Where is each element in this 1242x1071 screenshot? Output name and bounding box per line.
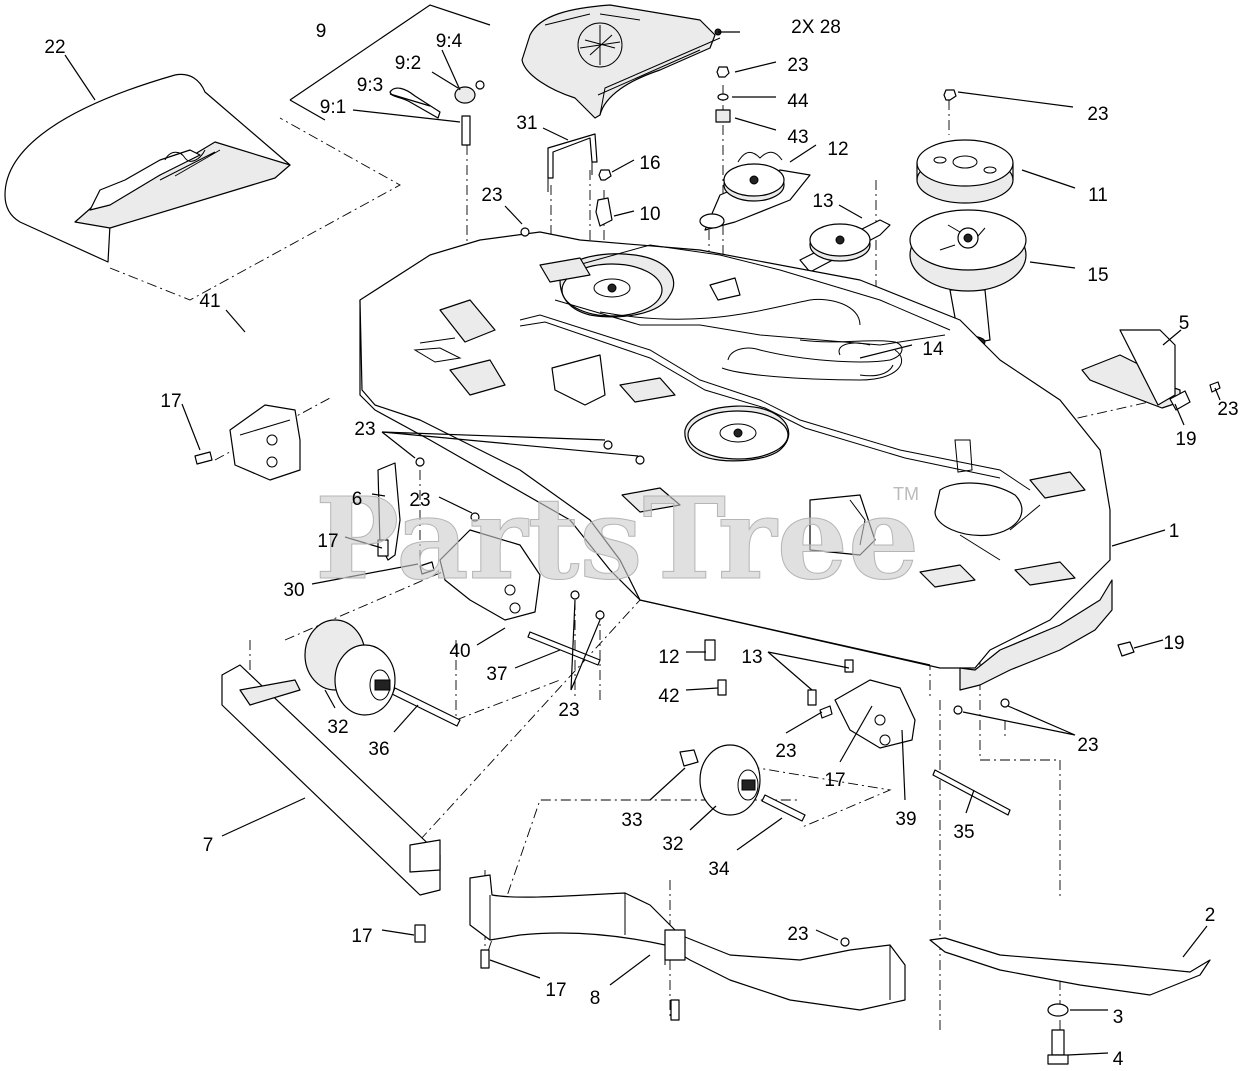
callout-label: 10 [639, 204, 660, 225]
callout-label: 42 [658, 686, 679, 707]
spring-10 [595, 197, 613, 227]
callout-label: 31 [516, 113, 537, 134]
axle-36 [391, 687, 461, 727]
callout-label: 40 [449, 641, 470, 662]
pulley-11 [916, 139, 1014, 204]
callout-label: 13 [741, 647, 762, 668]
callout-label: 37 [486, 664, 507, 685]
callout-label: 33 [621, 810, 642, 831]
callout-label: 17 [317, 531, 338, 552]
callout-label: 39 [895, 809, 916, 830]
callout-label: 5 [1179, 313, 1190, 334]
bolt-4 [1047, 1029, 1069, 1065]
callout-label: 35 [953, 822, 974, 843]
spindle-15 [909, 209, 1027, 349]
callout-label: 43 [787, 127, 808, 148]
callout-label: 23 [558, 700, 579, 721]
callout-label: 8 [590, 988, 601, 1009]
anti-scalp-wheel-32-right [679, 744, 806, 822]
callout-label: 9:1 [320, 97, 346, 118]
callout-label: 41 [199, 291, 220, 312]
callout-label: 23 [787, 924, 808, 945]
callout-label: 44 [787, 91, 809, 112]
anti-scalp-wheels-32-left [304, 619, 396, 716]
bolts-17-lower [377, 539, 680, 1021]
callout-label: 23 [409, 490, 430, 511]
callout-label: 23 [775, 741, 796, 762]
callout-label: 36 [368, 739, 389, 760]
watermark-text: PartsTree [315, 474, 919, 605]
callout-label: 16 [639, 153, 660, 174]
callout-label: 4 [1113, 1049, 1124, 1070]
callout-label: 9:4 [436, 31, 463, 52]
caster-bracket-41 [194, 404, 301, 481]
callout-label: 2X 28 [791, 17, 841, 38]
roller-bracket-7 [221, 664, 441, 896]
callout-label: 9:2 [395, 53, 421, 74]
callout-label: 17 [824, 770, 845, 791]
belt-cover-28 [521, 4, 722, 119]
bolt-16 [598, 169, 612, 181]
callout-label: 6 [352, 489, 363, 510]
callout-label: 19 [1163, 633, 1184, 654]
deck-housing-1 [359, 231, 1113, 691]
caster-bracket-39 [819, 679, 916, 749]
partstree-watermark: PartsTree TM [315, 474, 920, 606]
caster-bracket-40 [419, 529, 541, 621]
callout-label: 9:3 [357, 75, 383, 96]
watermark-tm: TM [893, 484, 919, 504]
washer-3 [1047, 1003, 1069, 1017]
blade-2 [929, 937, 1211, 996]
callout-label: 12 [658, 647, 679, 668]
callout-label: 23 [1077, 735, 1098, 756]
callout-label: 23 [787, 55, 808, 76]
callout-label: 11 [1088, 185, 1108, 206]
bolts-12-13-42 [704, 639, 854, 706]
belt-14 [599, 298, 861, 326]
callout-label: 9 [316, 21, 327, 42]
callout-label: 23 [1217, 399, 1238, 420]
baffle-5 [1081, 329, 1221, 411]
callout-label: 23 [1087, 104, 1108, 125]
callout-label: 14 [922, 339, 944, 360]
callout-label: 34 [708, 859, 730, 880]
height-lever-9 [289, 4, 491, 146]
callout-label: 30 [283, 580, 304, 601]
callout-label: 19 [1175, 429, 1196, 450]
callout-label: 23 [481, 185, 502, 206]
callout-label: 15 [1087, 265, 1108, 286]
callout-label: 13 [812, 191, 833, 212]
idler-hardware-stack [715, 66, 957, 123]
callout-label: 32 [327, 717, 348, 738]
idler-pulley-13 [784, 219, 891, 299]
callout-label: 32 [662, 834, 683, 855]
callout-label: 23 [354, 419, 375, 440]
rod-31 [547, 133, 598, 192]
pin-19-right [1117, 641, 1135, 657]
callout-label: 1 [1169, 521, 1180, 542]
baffle-8 [469, 874, 906, 1011]
callout-label: 17 [545, 980, 566, 1001]
idler-pulley-12 [699, 151, 811, 231]
deflector-shield-22 [4, 73, 291, 263]
callout-label: 17 [351, 926, 372, 947]
axle-37 [527, 631, 601, 666]
callout-label: 12 [827, 139, 848, 160]
callout-label: 17 [160, 391, 181, 412]
nuts-23 [415, 227, 1010, 947]
callout-label: 2 [1205, 905, 1216, 926]
callout-label: 7 [203, 835, 214, 856]
axle-35 [932, 769, 1011, 816]
callout-label: 3 [1113, 1007, 1124, 1028]
callout-leaders [64, 31, 1221, 1056]
callout-label: 22 [44, 37, 65, 58]
